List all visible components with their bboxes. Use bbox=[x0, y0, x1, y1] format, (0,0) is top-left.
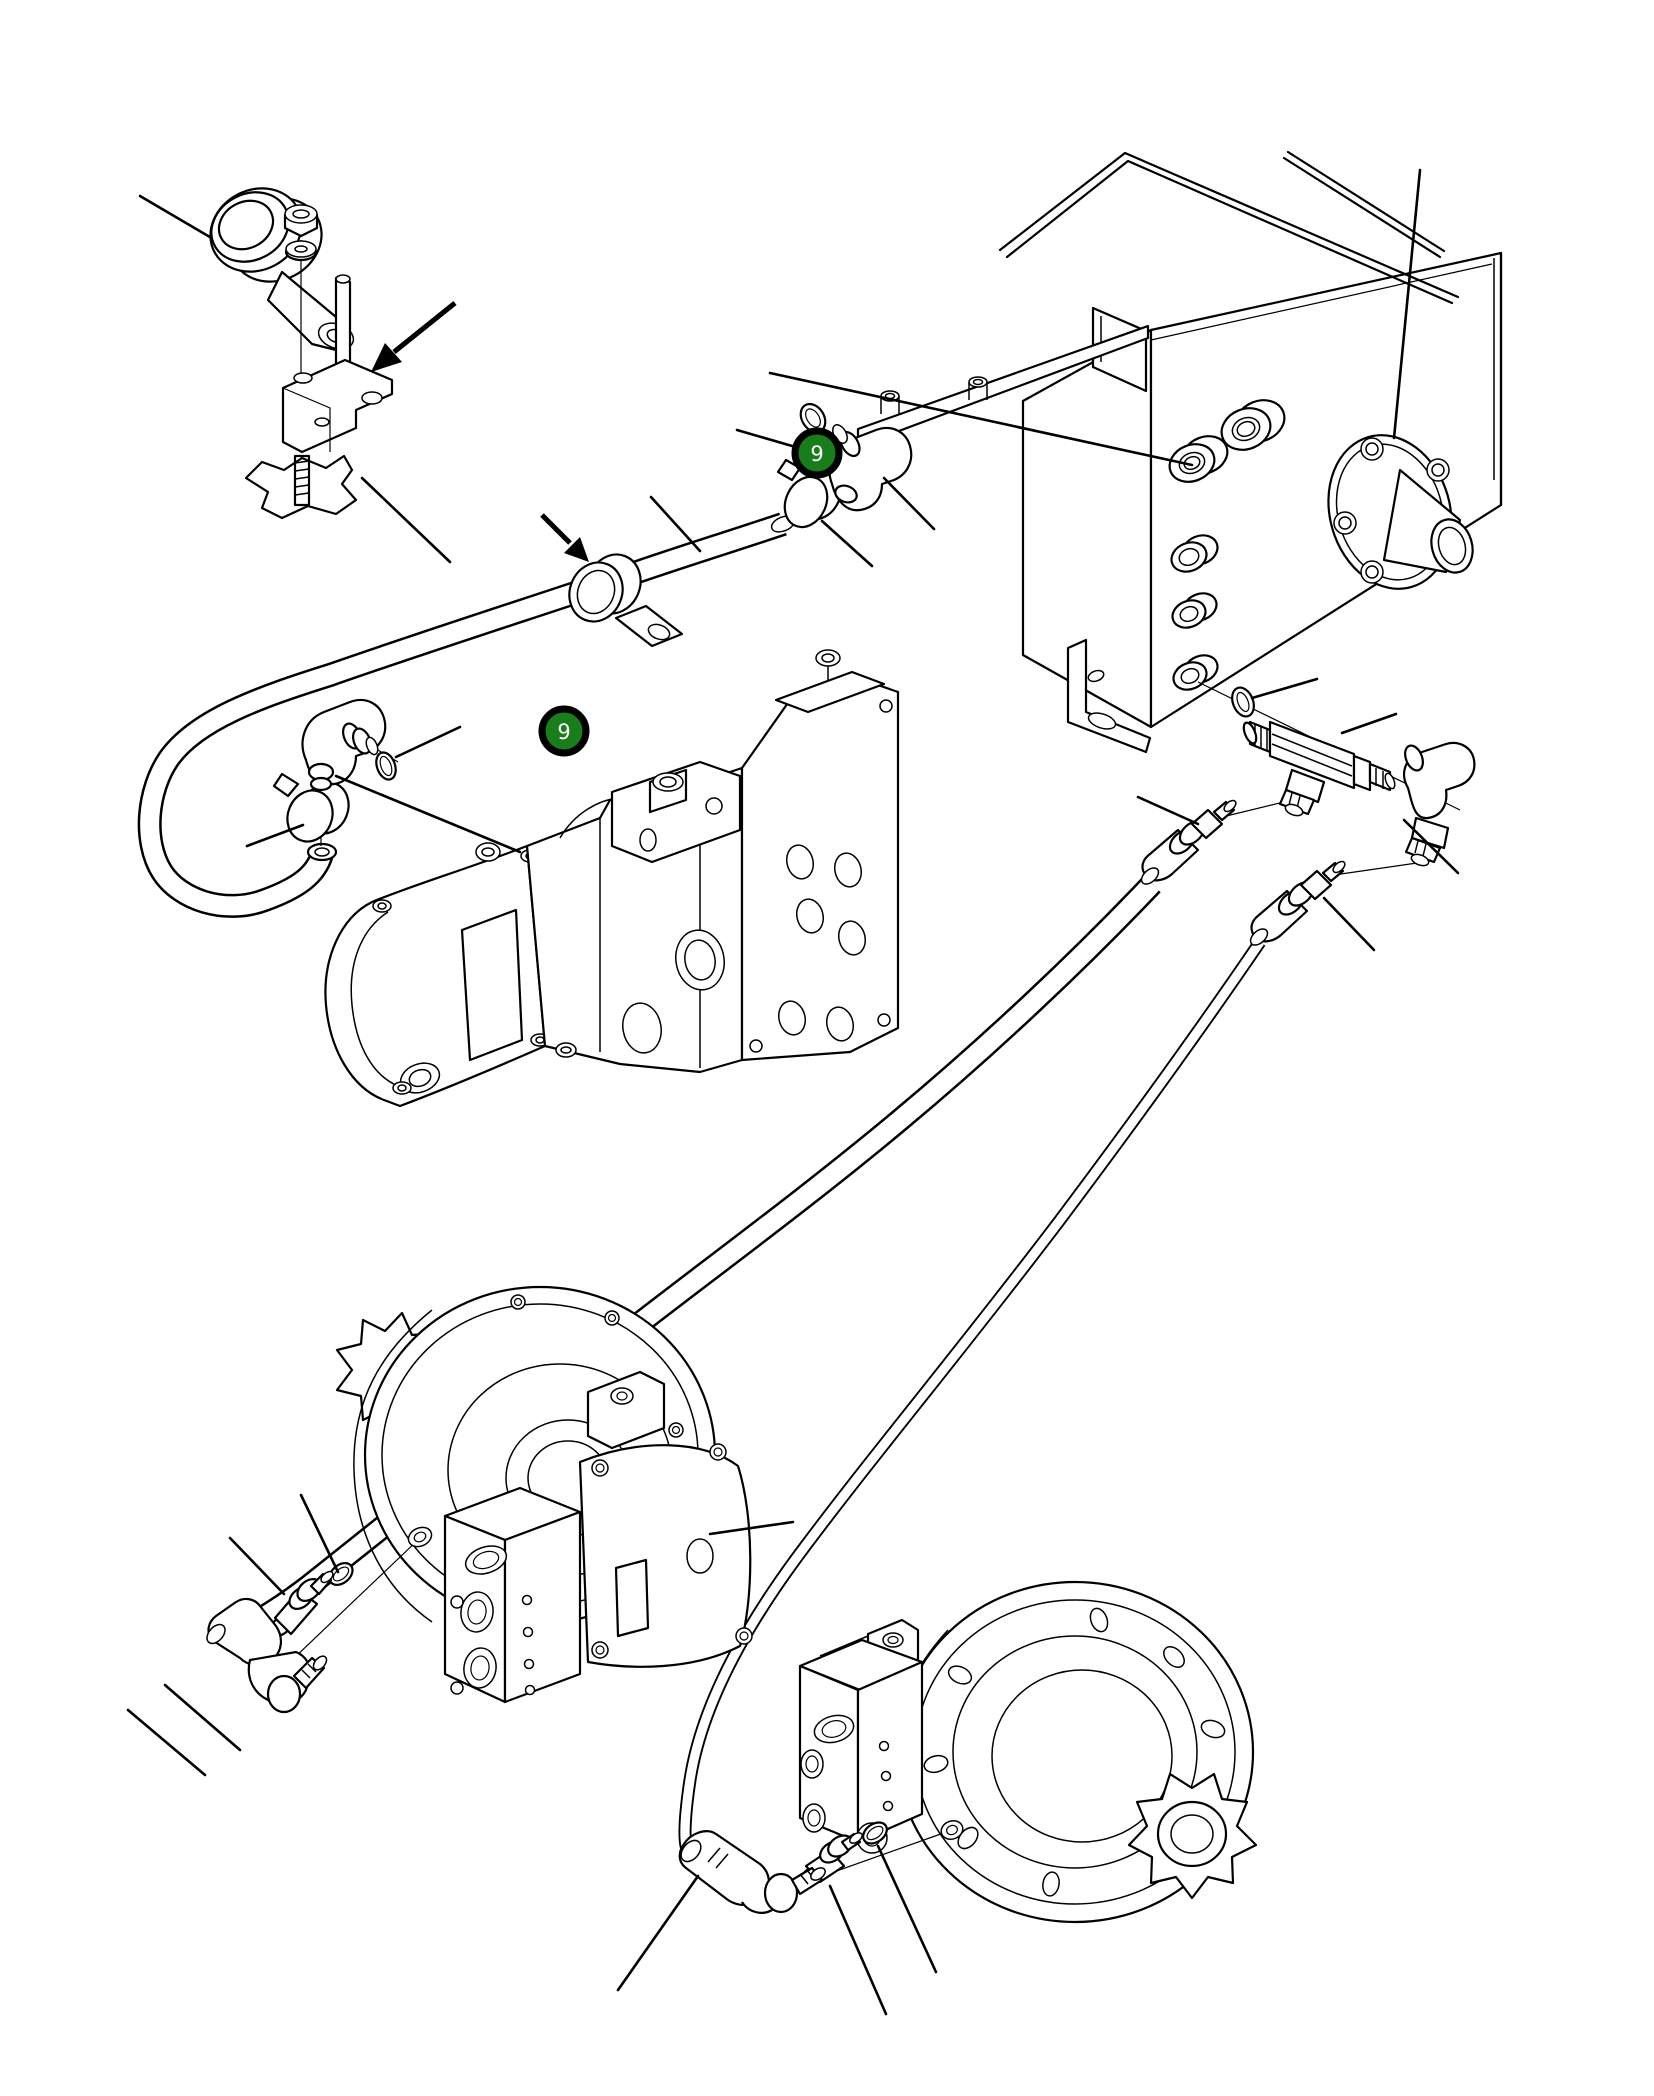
rim-bolt bbox=[510, 1294, 526, 1310]
leader-line bbox=[126, 1708, 207, 1777]
leader-line bbox=[228, 1536, 286, 1596]
leader-line bbox=[1402, 818, 1460, 875]
callout-badge[interactable]: 9 bbox=[538, 705, 590, 757]
tee-fitting-group bbox=[1136, 677, 1476, 952]
leader-line bbox=[828, 1884, 888, 2016]
travel-motor-right bbox=[616, 1520, 1258, 2016]
leader-line bbox=[820, 519, 874, 568]
leader-line bbox=[1340, 712, 1398, 735]
motor-port bbox=[940, 1819, 964, 1841]
elbow-fitting bbox=[828, 424, 913, 512]
hydrostatic-pump bbox=[324, 649, 900, 1108]
badge-number: 9 bbox=[810, 442, 823, 466]
travel-motor-left bbox=[126, 1285, 753, 1777]
nut-and-washer bbox=[283, 204, 319, 425]
leader-line bbox=[1392, 168, 1422, 440]
direction-arrow bbox=[371, 301, 457, 372]
badge-number: 9 bbox=[557, 720, 570, 744]
badge-circle[interactable] bbox=[538, 705, 590, 757]
hose-elbow-fitting bbox=[678, 1830, 826, 1914]
flange-bolt bbox=[1360, 560, 1384, 584]
cushion-clamp bbox=[209, 187, 355, 352]
flange-bolt bbox=[1426, 458, 1450, 482]
pump-end-block bbox=[740, 649, 900, 1062]
hose-to-right-motor-inner bbox=[680, 939, 1264, 1851]
leader-line bbox=[882, 476, 936, 531]
leader-line bbox=[1322, 896, 1376, 952]
leader-line bbox=[1136, 795, 1200, 826]
port-boss bbox=[1168, 435, 1229, 483]
elbow-fitting bbox=[1403, 741, 1476, 867]
leader-line bbox=[245, 823, 305, 848]
tank-bottom-bracket bbox=[1066, 638, 1152, 754]
adapter-fitting bbox=[801, 1832, 863, 1884]
rim-bolt bbox=[604, 1310, 620, 1326]
threaded-stud bbox=[293, 454, 311, 507]
hose-open-end bbox=[306, 842, 338, 862]
leader-line bbox=[334, 774, 522, 854]
bolt bbox=[880, 390, 900, 414]
leader-line bbox=[360, 476, 452, 564]
leader-line bbox=[708, 1520, 795, 1536]
leader-line bbox=[616, 1874, 700, 1992]
hose-end-fitting bbox=[1249, 860, 1346, 946]
o-ring bbox=[1231, 686, 1255, 718]
clamp-mount-assembly bbox=[138, 187, 457, 520]
hose-end-fitting bbox=[1140, 799, 1237, 885]
leader-line bbox=[163, 1683, 242, 1752]
callout-badge[interactable]: 9 bbox=[791, 427, 843, 479]
port-boss bbox=[1220, 399, 1286, 451]
hose-elbow-fitting bbox=[206, 1597, 328, 1714]
tee-fitting bbox=[1242, 720, 1396, 817]
rim-bolt bbox=[668, 1422, 684, 1438]
mounting-plate bbox=[281, 358, 394, 454]
o-ring bbox=[375, 751, 397, 781]
gear-pump-section bbox=[324, 844, 550, 1108]
port-boss bbox=[1172, 654, 1219, 691]
leader-line bbox=[768, 371, 1194, 467]
tank-ports bbox=[1168, 399, 1286, 691]
pump-elbow-group bbox=[245, 476, 702, 854]
surface-break-outline bbox=[244, 454, 358, 520]
motor-top-bracket bbox=[586, 1370, 666, 1450]
adapter-fitting bbox=[269, 1570, 334, 1637]
leader-line bbox=[299, 1493, 340, 1574]
port-boss bbox=[1170, 534, 1219, 573]
suction-hose-assembly bbox=[137, 512, 796, 918]
port-boss bbox=[1171, 592, 1218, 629]
leader-line bbox=[394, 725, 462, 759]
leader-line bbox=[735, 428, 801, 450]
elbow-fitting bbox=[301, 698, 387, 792]
leader-line bbox=[876, 1844, 938, 1974]
flange-holes bbox=[923, 1607, 1226, 1897]
tank-elbow-group bbox=[735, 371, 1194, 568]
pump-control-valve bbox=[610, 760, 742, 864]
motor-valve-block bbox=[443, 1486, 582, 1704]
hose-cushion-clamp bbox=[568, 553, 684, 648]
o-ring bbox=[862, 1821, 888, 1845]
flange-bolt bbox=[1360, 437, 1384, 461]
bolt bbox=[968, 376, 988, 400]
leader-line bbox=[1250, 677, 1319, 700]
tank-top-plate bbox=[856, 324, 1150, 443]
motor-valve-block bbox=[798, 1618, 924, 1854]
hydraulic-tank bbox=[856, 150, 1503, 754]
hose-clamp bbox=[272, 772, 350, 843]
motor-port bbox=[407, 1526, 433, 1548]
motor-gear-housing bbox=[578, 1443, 753, 1668]
direction-arrow bbox=[540, 513, 589, 562]
badge-circle[interactable] bbox=[791, 427, 843, 479]
flange-bolt bbox=[1333, 511, 1357, 535]
leader-line bbox=[649, 495, 702, 553]
tank-flange bbox=[1327, 168, 1474, 590]
